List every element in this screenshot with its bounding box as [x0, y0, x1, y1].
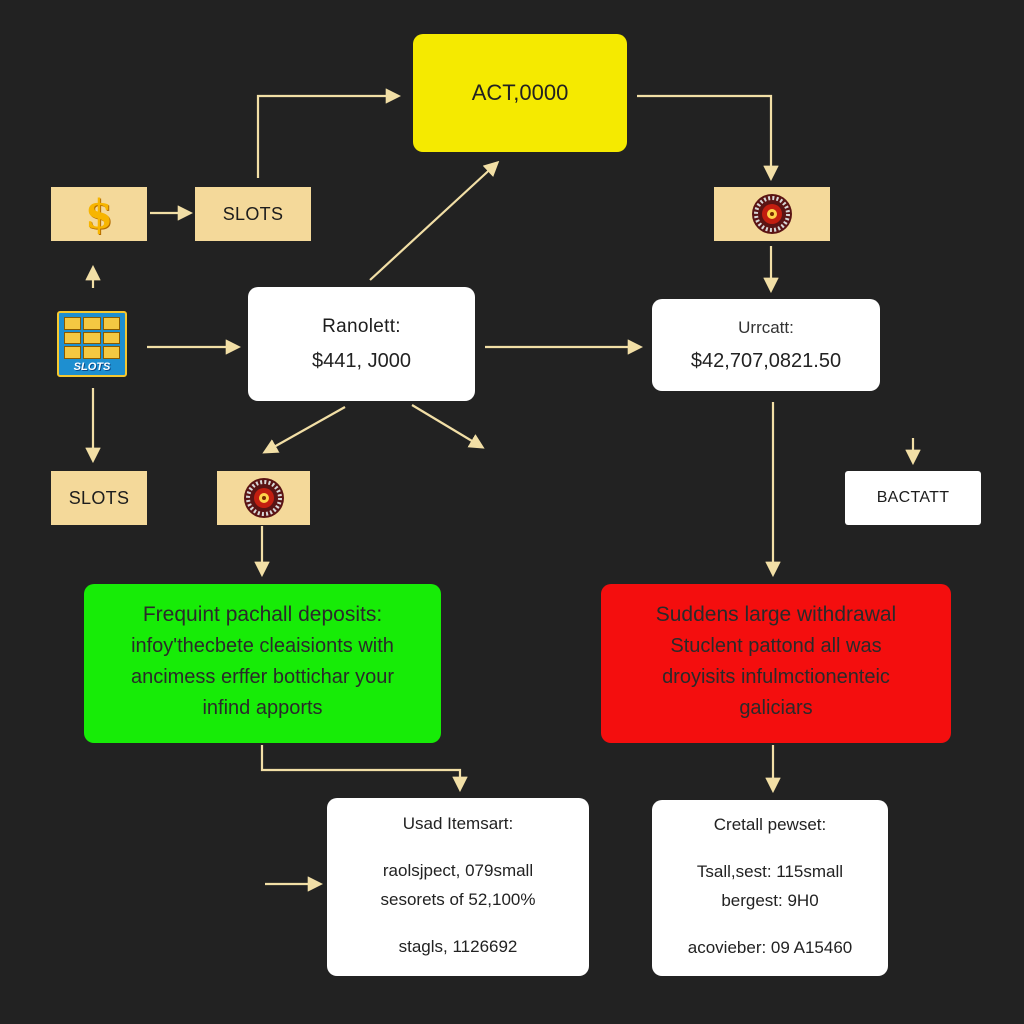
roulette-wheel-icon: [243, 478, 284, 518]
cretall-line: bergest: 9H0: [721, 890, 819, 910]
arrow-ranolett-to-act: [369, 160, 500, 281]
usad-line: sesorets of 52,100%: [380, 889, 536, 909]
arrow-ranolett-diagonal: [411, 404, 485, 449]
green-panel-title: Frequint pachall deposits:: [142, 603, 383, 626]
green-panel-line: infind apports: [202, 697, 323, 719]
green-panel-line: ancimess erffer bottichar your: [130, 666, 395, 688]
ranolett-amount: $441, J000: [312, 349, 411, 372]
slots-label-top: SLOTS: [222, 203, 284, 224]
act-label: ACT,0000: [471, 80, 569, 105]
usad-footer: stagls, 1126692: [398, 936, 518, 956]
roulette-node-right: [714, 187, 830, 241]
arrow-ranolett-to-lwheel: [262, 406, 346, 454]
bactatt-node: BACTATT: [845, 471, 981, 525]
green-panel-line: infoy'thecbete cleaisionts with: [131, 635, 394, 657]
arrow-green-to-usad: [260, 745, 468, 793]
red-panel-title: Suddens large withdrawal: [655, 603, 897, 626]
slots-node-bottom: SLOTS: [51, 471, 147, 525]
act-node: ACT,0000: [413, 34, 627, 152]
usad-title: Usad Itemsart:: [402, 813, 514, 833]
slot-machine-icon: SLOTS: [57, 311, 127, 377]
dollar-icon: $: [85, 190, 113, 238]
slot-machine-node: SLOTS: [57, 311, 127, 377]
red-panel-line: galiciars: [739, 697, 813, 719]
roulette-wheel-icon: [752, 194, 792, 234]
bactatt-label: BACTATT: [876, 489, 950, 506]
usad-stats-node: Usad Itemsart: raolsjpect, 079small seso…: [327, 798, 589, 976]
usad-line: raolsjpect, 079small: [382, 860, 534, 880]
slot-machine-caption: SLOTS: [73, 361, 111, 373]
cretall-line: Tsall,sest: 115small: [696, 861, 844, 881]
urrcatt-amount: $42,707,0821.50: [690, 349, 842, 372]
urrcatt-title: Urrcatt:: [738, 317, 794, 337]
slots-node-top: SLOTS: [195, 187, 311, 241]
arrow-slots-to-act: [256, 88, 402, 178]
roulette-node-left: [217, 471, 310, 525]
red-panel-line: droyisits infulmctionenteic: [662, 666, 890, 688]
green-panel: Frequint pachall deposits: infoy'thecbet…: [84, 584, 441, 743]
red-panel: Suddens large withdrawal Stuclent patton…: [601, 584, 951, 743]
cretall-footer: acovieber: 09 A15460: [687, 937, 853, 957]
ranolett-node: Ranolett: $441, J000: [248, 287, 475, 401]
dollar-node: $: [51, 187, 147, 241]
cretall-stats-node: Cretall pewset: Tsall,sest: 115small ber…: [652, 800, 888, 976]
arrow-act-to-roulette: [637, 94, 779, 182]
cretall-title: Cretall pewset:: [713, 814, 827, 834]
red-panel-line: Stuclent pattond all was: [670, 635, 882, 657]
urrcatt-node: Urrcatt: $42,707,0821.50: [652, 299, 880, 391]
ranolett-title: Ranolett:: [322, 315, 401, 337]
slots-label-bottom: SLOTS: [68, 487, 130, 508]
